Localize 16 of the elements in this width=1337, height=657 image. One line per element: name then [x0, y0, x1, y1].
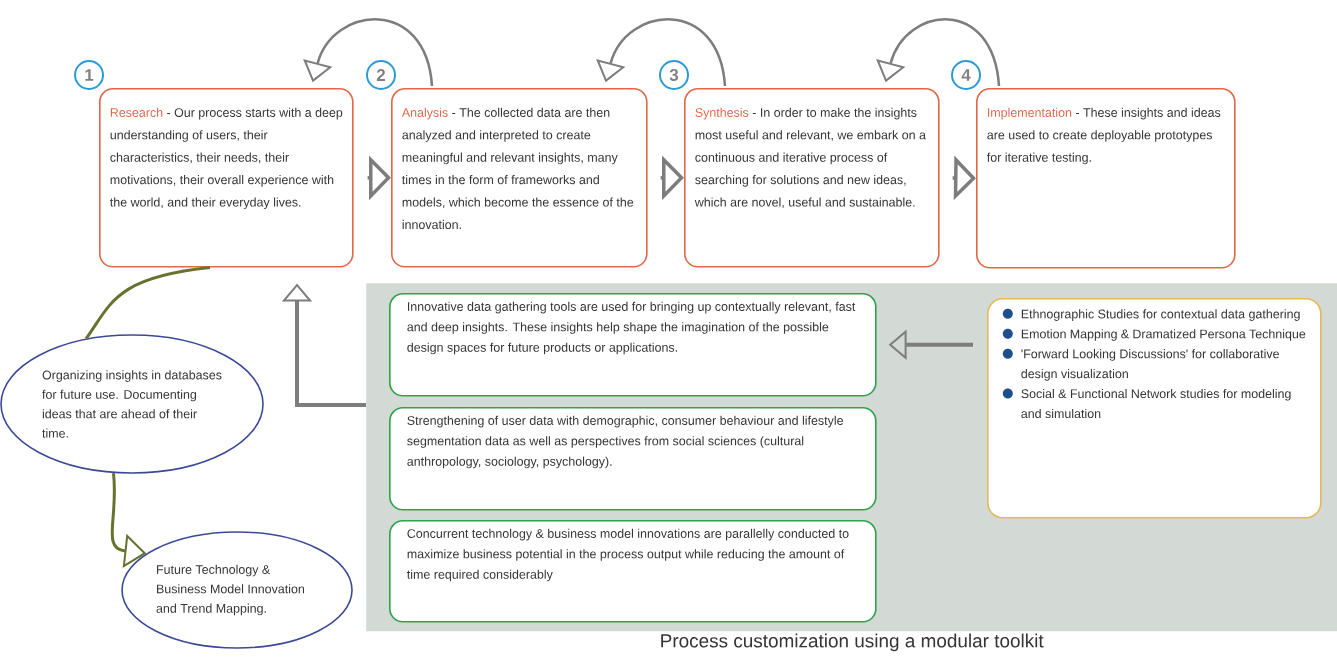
step-number: 1	[74, 60, 104, 90]
method-list-box: Ethnographic Studies for contextual data gathering Emotion Mapping & Dramatized Persona Technique 'Forward Looking Discussions' for collaborative design visualization Social & Functional Network studies for modeling and simulation	[987, 298, 1322, 519]
step-number: 4	[951, 60, 981, 90]
step-number: 2	[366, 60, 396, 90]
module-box: Strengthening of user data with demographic, consumer behaviour and lifestyle segmentation data as well as perspectives from social sciences (cultural anthropology, sociology, psychology).	[389, 407, 877, 511]
node-label: Process customization using a modular toolkit	[661, 633, 1044, 652]
process-box: Research - Our process starts with a deep understanding of users, their characteristics, their needs, their motivations, their overall experience with the world, and their everyday lives.	[99, 88, 354, 268]
module-box: Innovative data gathering tools are used for bringing up contextually relevant, fast and deep insights. These insights help shape the imagination of the possible design spaces for future products or applications.	[389, 293, 877, 397]
curved-arrow	[596, 18, 727, 87]
curved-arrow	[876, 18, 1001, 87]
process-box: Analysis - The collected data are then analyzed and interpreted to create meaningful and relevant insights, many times in the form of frameworks and models, which become the essence of the innovation.	[391, 88, 648, 268]
process-box: Implementation - These insights and ideas are used to create deployable prototypes for iterative testing.	[976, 88, 1236, 269]
step-number: 3	[659, 60, 689, 90]
module-box: Concurrent technology & business model innovations are parallelly conducted to maximize business potential in the process output while reducing the amount of time required considerably	[389, 520, 877, 623]
process-box: Synthesis - In order to make the insights most useful and relevant, we embark on a continuous and iterative process of searching for solutions and new ideas, which are novel, useful and sustainable.	[684, 88, 940, 268]
curved-arrow	[303, 18, 434, 87]
